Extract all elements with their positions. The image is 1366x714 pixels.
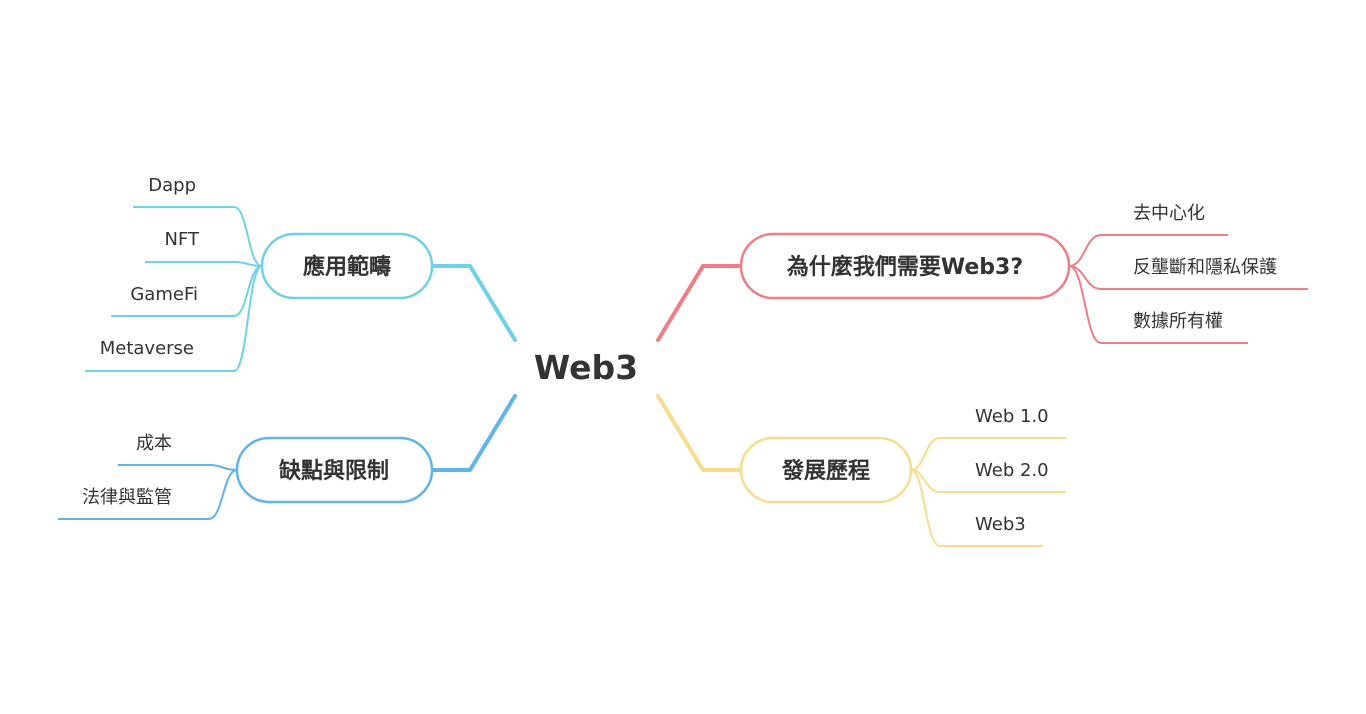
leaf-law-regulation[interactable]: 法律與監管 bbox=[82, 487, 172, 508]
connector-root-history bbox=[656, 394, 743, 472]
leaf-antitrust-privacy[interactable]: 反壟斷和隱私保護 bbox=[1133, 257, 1277, 278]
connector-apps-leaf-4 bbox=[85, 265, 263, 372]
connector-apps-leaf-2 bbox=[145, 261, 263, 267]
root-topic[interactable]: Web3 bbox=[534, 348, 638, 387]
branch-why: 為什麼我們需要Web3? 去中心化 反壟斷和隱私保護 數據所有權 bbox=[656, 203, 1308, 344]
leaf-web3[interactable]: Web3 bbox=[975, 514, 1026, 535]
connector-root-why bbox=[656, 264, 743, 342]
leaf-web-2[interactable]: Web 2.0 bbox=[975, 460, 1049, 481]
topic-history-label[interactable]: 發展歷程 bbox=[781, 459, 870, 484]
connector-root-limits bbox=[430, 394, 517, 472]
connector-history-leaf-1 bbox=[910, 437, 1066, 471]
leaf-nft[interactable]: NFT bbox=[165, 229, 201, 250]
connector-history-leaf-2 bbox=[910, 469, 1066, 493]
connector-why-leaf-1 bbox=[1068, 234, 1228, 267]
branch-apps: 應用範疇 Dapp NFT GameFi Metaverse bbox=[85, 175, 517, 372]
connector-root-apps bbox=[430, 264, 517, 342]
connector-why-leaf-3 bbox=[1068, 265, 1248, 344]
connector-history-leaf-3 bbox=[910, 469, 1043, 547]
connector-apps-leaf-3 bbox=[111, 265, 263, 317]
leaf-data-ownership[interactable]: 數據所有權 bbox=[1133, 311, 1223, 332]
topic-limits-label[interactable]: 缺點與限制 bbox=[279, 458, 389, 484]
branch-history: 發展歷程 Web 1.0 Web 2.0 Web3 bbox=[656, 394, 1066, 547]
connector-limits-leaf-1 bbox=[118, 464, 238, 471]
leaf-web-1[interactable]: Web 1.0 bbox=[975, 406, 1049, 427]
leaf-metaverse[interactable]: Metaverse bbox=[100, 338, 194, 359]
leaf-cost[interactable]: 成本 bbox=[136, 433, 172, 454]
connector-apps-leaf-1 bbox=[133, 206, 263, 267]
connector-limits-leaf-2 bbox=[58, 469, 238, 520]
leaf-dapp[interactable]: Dapp bbox=[148, 175, 196, 196]
topic-apps-label[interactable]: 應用範疇 bbox=[303, 254, 391, 280]
leaf-decentralization[interactable]: 去中心化 bbox=[1133, 203, 1205, 224]
connector-why-leaf-2 bbox=[1068, 265, 1308, 290]
leaf-gamefi[interactable]: GameFi bbox=[130, 284, 198, 305]
topic-why-label[interactable]: 為什麼我們需要Web3? bbox=[787, 254, 1023, 280]
branch-limits: 缺點與限制 成本 法律與監管 bbox=[58, 394, 517, 520]
